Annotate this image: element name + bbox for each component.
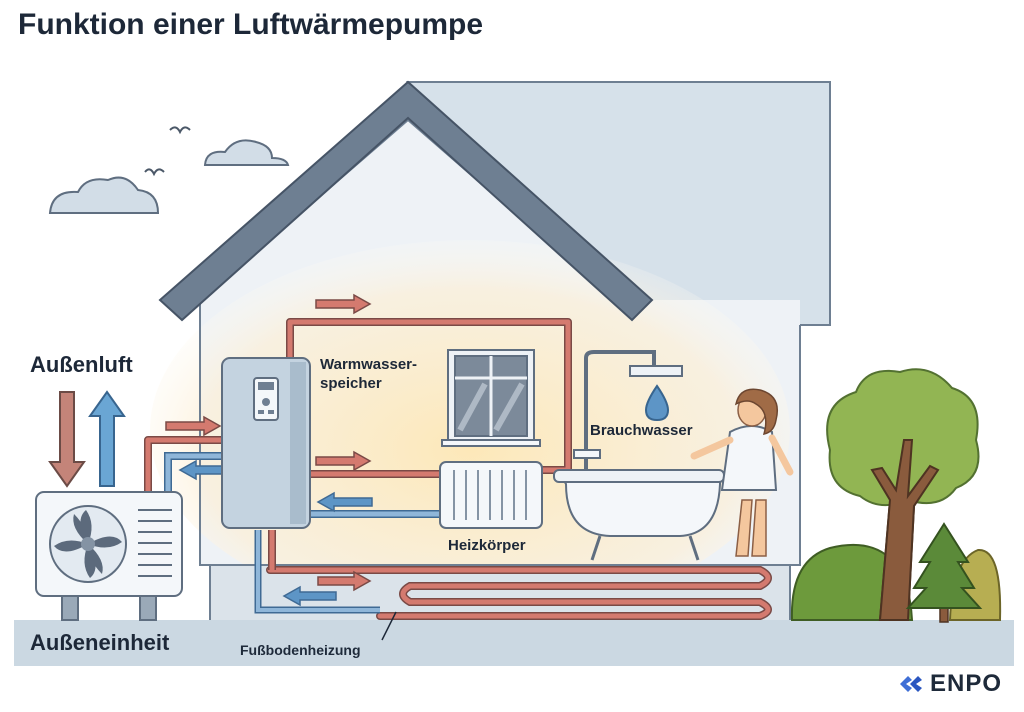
cloud-right — [203, 139, 290, 166]
label-fussbodenheizung: Fußbodenheizung — [240, 642, 361, 658]
hot-pipes — [144, 318, 572, 570]
label-heizkoerper: Heizkörper — [448, 537, 526, 554]
floor-heating-coil — [266, 566, 772, 620]
floor-heating-leader — [381, 611, 397, 641]
outdoor-unit-vents — [138, 509, 172, 577]
label-warmwasser-line2: speicher — [320, 375, 382, 392]
bathtub — [553, 449, 725, 561]
air-in-arrow — [48, 391, 86, 488]
radiator — [439, 461, 543, 529]
air-out-arrow — [88, 390, 126, 487]
ground — [14, 564, 1014, 666]
cloud-left — [48, 176, 160, 214]
label-aussenheinheit: Außeneinheit — [30, 630, 170, 655]
enpo-logo-text: ENPO — [929, 670, 1002, 697]
fir-tree — [905, 522, 983, 623]
shower — [584, 350, 683, 470]
water-drop-icon — [644, 384, 670, 422]
label-brauchwasser: Brauchwasser — [590, 422, 693, 439]
outdoor-unit — [35, 491, 183, 621]
water-tank — [221, 357, 311, 529]
label-warmwasser-line1: Warmwasser- — [320, 356, 417, 373]
person — [690, 388, 794, 557]
page-title: Funktion einer Luftwärmepumpe — [18, 8, 484, 41]
flow-arrows-cold — [178, 459, 373, 607]
label-aussenluft: Außenluft — [30, 352, 133, 377]
enpo-logo: ENPO — [896, 670, 1002, 698]
enpo-logo-icon — [899, 676, 922, 692]
flow-arrows-hot — [165, 293, 372, 592]
window — [441, 349, 541, 447]
deciduous-tree — [826, 368, 980, 621]
birds — [144, 126, 191, 177]
roof — [158, 80, 654, 322]
floor-cold-pipe — [254, 530, 380, 614]
cold-pipes — [164, 452, 440, 518]
label-warmwasserspeicher: Warmwasser- speicher — [320, 355, 417, 393]
fan-icon — [54, 510, 122, 578]
